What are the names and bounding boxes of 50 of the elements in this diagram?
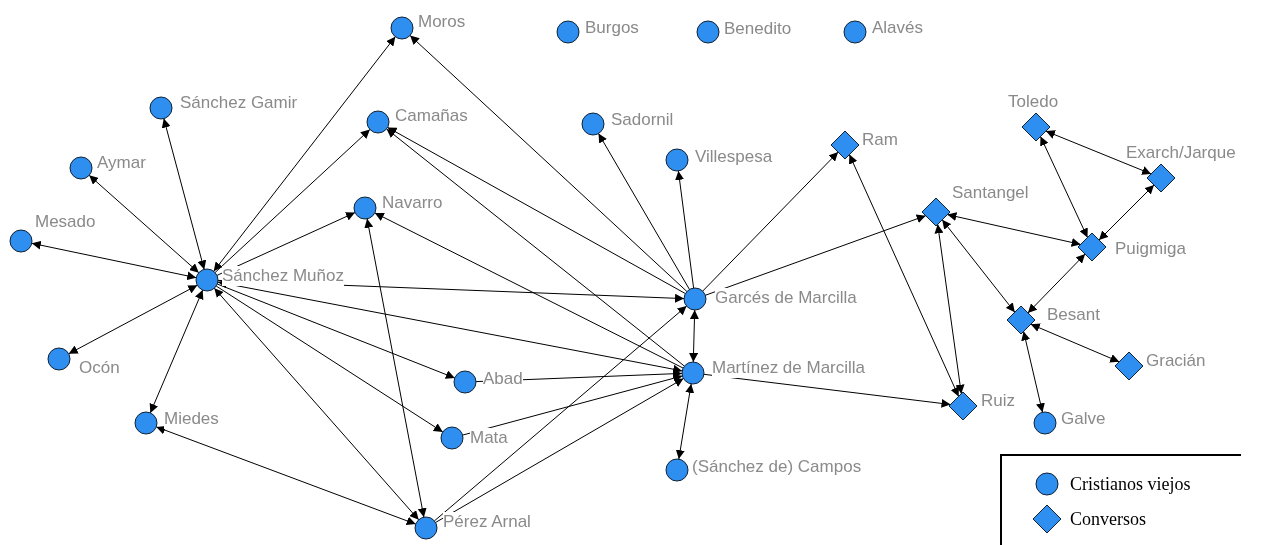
arrow (213, 287, 420, 521)
arrow (946, 212, 1082, 247)
arrow (1098, 184, 1155, 241)
arrow (703, 373, 951, 408)
arrow (1027, 253, 1086, 314)
arrow (31, 240, 197, 281)
node-label: (Sánchez de) Campos (692, 457, 862, 477)
arrow (689, 309, 699, 363)
node-label: Puigmiga (1115, 239, 1186, 259)
node-label: Exarch/Jarque (1126, 143, 1236, 163)
arrow (462, 373, 683, 436)
arrow (702, 151, 839, 292)
node-label: Burgos (585, 18, 639, 38)
arrow (364, 218, 427, 518)
node-label: Santangel (952, 183, 1029, 203)
arrow (387, 126, 686, 295)
arrow (941, 219, 1016, 313)
arrow (848, 154, 960, 397)
node-label: Sánchez Muñoz (222, 266, 344, 286)
legend-label: Conversos (1070, 509, 1146, 529)
arrow (217, 279, 683, 374)
arrow (704, 214, 927, 296)
arrow (1040, 136, 1088, 238)
arrow (409, 35, 688, 292)
arrow (435, 378, 684, 523)
arrow (88, 174, 200, 274)
arrow (374, 212, 684, 369)
arrow (215, 285, 444, 433)
node-label: Martínez de Marcilla (712, 358, 866, 378)
arrow (161, 118, 207, 270)
arrow (1030, 323, 1120, 363)
arrow (675, 383, 695, 460)
node-label: Aymar (97, 153, 146, 173)
arrow (216, 212, 356, 276)
node-label: Miedes (164, 409, 219, 429)
legend-label: Cristianos viejos (1070, 474, 1191, 494)
arrow (214, 129, 371, 273)
arrow (216, 283, 456, 379)
arrow (155, 425, 417, 526)
arrow (934, 223, 965, 395)
arrow (213, 36, 396, 272)
arrow (386, 128, 685, 367)
arrow (68, 284, 198, 355)
arrow (1021, 330, 1045, 413)
arrow (1045, 130, 1152, 175)
arrow (598, 133, 690, 290)
node-label: Villespesa (695, 147, 773, 167)
arrow (675, 170, 695, 289)
arrow (433, 305, 688, 522)
arrow (149, 289, 204, 414)
